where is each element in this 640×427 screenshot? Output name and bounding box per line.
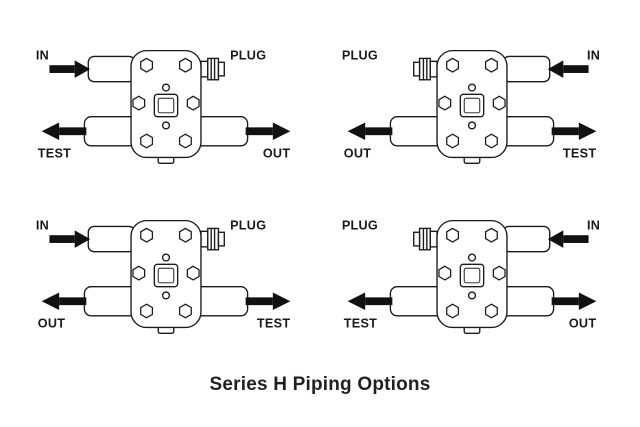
piping-diagram-drawing: PLUG IN TEST OUT: [342, 218, 600, 334]
flow-label-bottom-right: TEST: [563, 146, 596, 160]
piping-diagram-drawing: PLUG IN OUT TEST: [342, 48, 600, 164]
flow-label-bottom-right: TEST: [257, 316, 290, 330]
flow-label-top-right: IN: [587, 218, 600, 232]
piping-diagram-bottom-right: PLUG IN TEST OUT: [336, 210, 608, 342]
flow-label-bottom-left: TEST: [38, 146, 71, 160]
flow-label-top-left: PLUG: [342, 48, 378, 62]
flow-label-bottom-left: TEST: [344, 316, 377, 330]
flow-label-top-left: IN: [36, 218, 49, 232]
piping-diagram-bottom-left: IN PLUG OUT TEST: [30, 210, 302, 342]
flow-label-bottom-left: OUT: [38, 316, 65, 330]
piping-diagram-drawing: IN PLUG TEST OUT: [36, 48, 292, 164]
flow-label-bottom-left: OUT: [344, 146, 372, 160]
piping-diagram-top-left: IN PLUG TEST OUT: [30, 40, 302, 172]
flow-label-top-right: PLUG: [230, 48, 266, 62]
flow-label-bottom-right: OUT: [263, 146, 291, 160]
flow-label-top-right: PLUG: [230, 218, 266, 232]
flow-label-top-right: IN: [587, 48, 600, 62]
piping-diagram-drawing: IN PLUG OUT TEST: [36, 218, 292, 334]
flow-label-top-left: IN: [36, 48, 49, 62]
flow-label-top-left: PLUG: [342, 218, 378, 232]
figure-title: Series H Piping Options: [209, 374, 431, 395]
flow-label-bottom-right: OUT: [569, 316, 597, 330]
piping-diagram-top-right: PLUG IN OUT TEST: [336, 40, 608, 172]
